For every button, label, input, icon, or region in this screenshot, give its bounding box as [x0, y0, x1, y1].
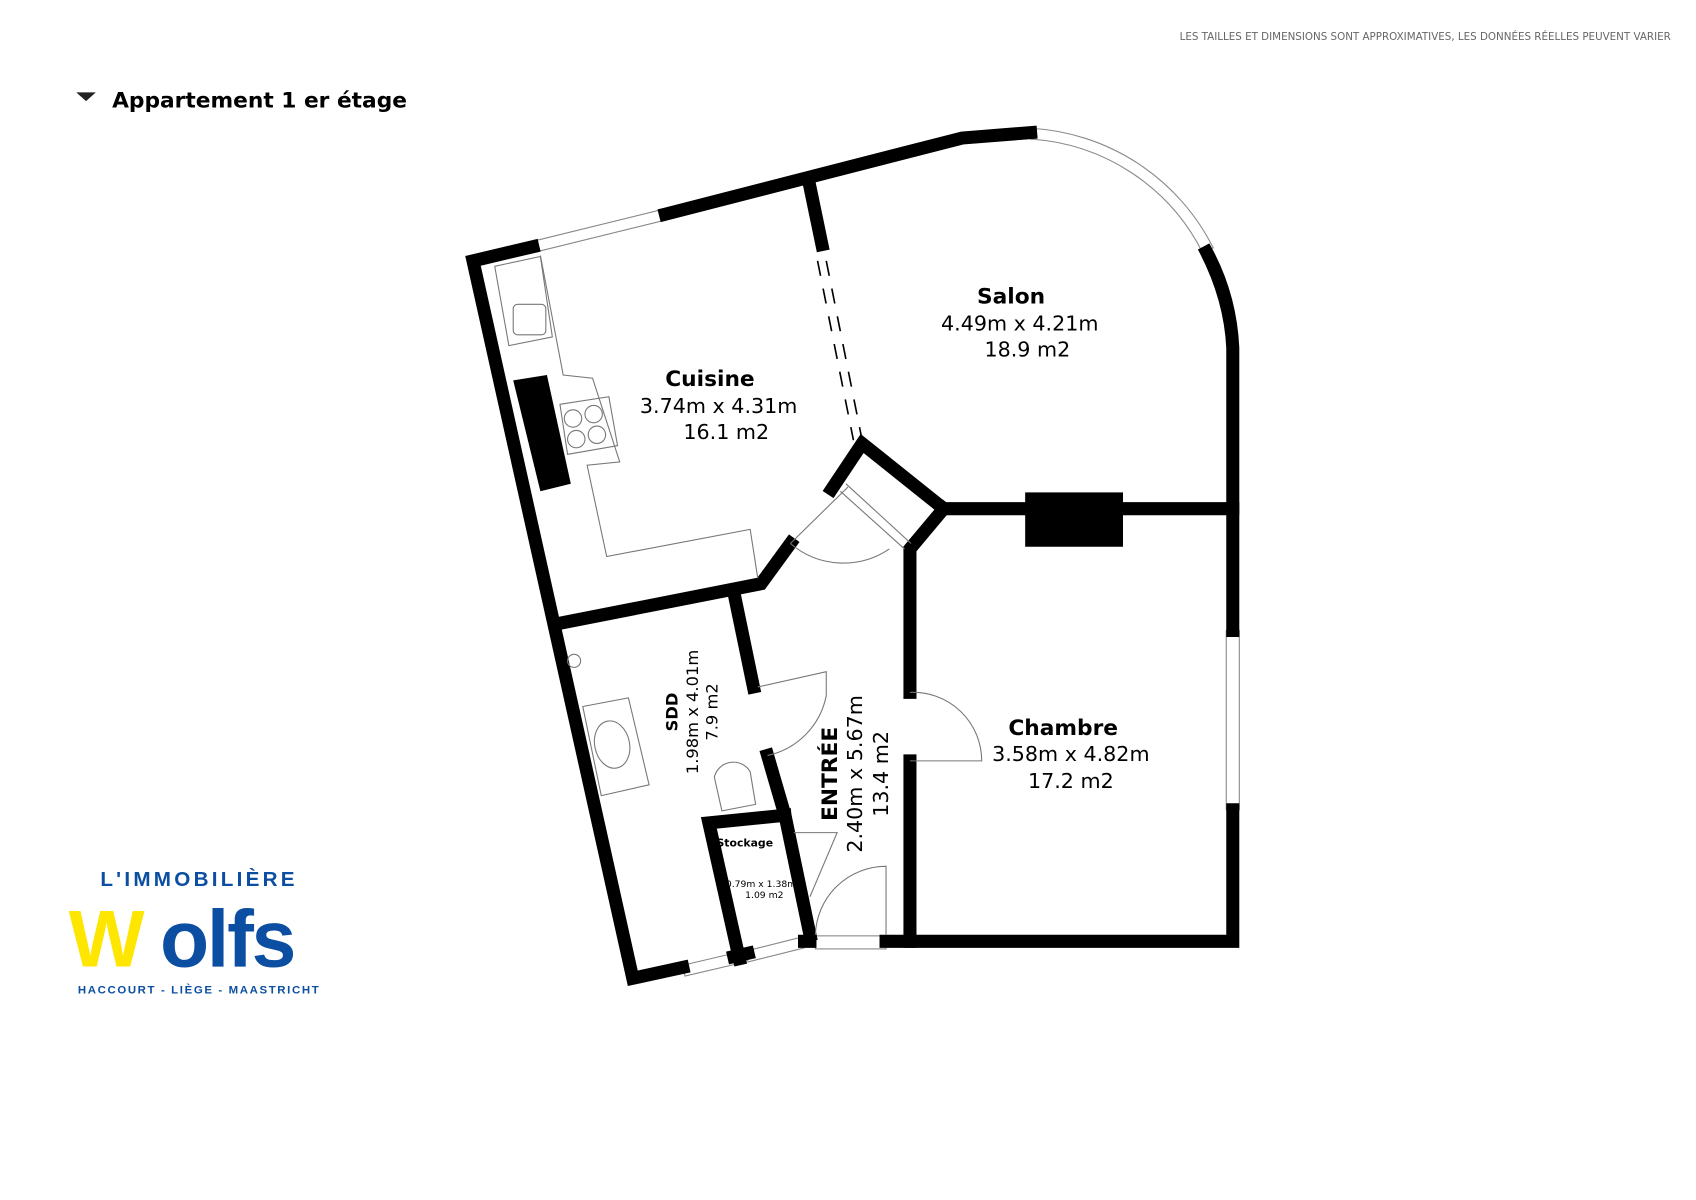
svg-text:1.98m x 4.01m: 1.98m x 4.01m — [683, 650, 702, 774]
svg-text:18.9 m2: 18.9 m2 — [984, 338, 1070, 362]
room-cuisine: Cuisine 3.74m x 4.31m 16.1 m2 — [640, 367, 797, 444]
svg-text:7.9 m2: 7.9 m2 — [703, 683, 722, 740]
room-stockage: Stockage 0.79m x 1.38m 1.09 m2 — [716, 837, 796, 901]
svg-text:Chambre: Chambre — [1008, 716, 1118, 741]
svg-text:13.4 m2: 13.4 m2 — [869, 731, 893, 817]
room-sdd: SDD 1.98m x 4.01m 7.9 m2 — [662, 650, 721, 774]
fixtures — [494, 255, 983, 935]
floor-toggle[interactable]: Appartement 1 er étage — [76, 89, 407, 114]
company-logo: L'IMMOBILIÈRE W olfs HACCOURT - LIÈGE - … — [69, 868, 320, 997]
svg-text:0.79m x 1.38m: 0.79m x 1.38m — [726, 879, 796, 890]
svg-text:Salon: Salon — [977, 284, 1045, 309]
triangle-down-icon — [76, 92, 96, 102]
floor-title[interactable]: Appartement 1 er étage — [112, 89, 407, 114]
svg-text:16.1 m2: 16.1 m2 — [683, 420, 769, 444]
svg-text:1.09 m2: 1.09 m2 — [745, 890, 783, 901]
svg-text:3.58m x 4.82m: 3.58m x 4.82m — [992, 742, 1149, 766]
svg-text:olfs: olfs — [160, 894, 294, 984]
svg-text:3.74m x 4.31m: 3.74m x 4.31m — [640, 394, 797, 418]
disclaimer: LES TAILLES ET DIMENSIONS SONT APPROXIMA… — [1180, 30, 1671, 43]
svg-text:HACCOURT - LIÈGE - MAASTRICHT: HACCOURT - LIÈGE - MAASTRICHT — [78, 983, 320, 996]
room-chambre: Chambre 3.58m x 4.82m 17.2 m2 — [992, 716, 1149, 793]
svg-text:SDD: SDD — [662, 693, 681, 732]
svg-text:2.40m x 5.67m: 2.40m x 5.67m — [843, 695, 867, 852]
windows — [532, 127, 1240, 977]
svg-text:17.2 m2: 17.2 m2 — [1028, 769, 1114, 793]
svg-text:Cuisine: Cuisine — [665, 367, 754, 392]
walls — [465, 125, 1240, 987]
room-entree: ENTRÉE 2.40m x 5.67m 13.4 m2 — [817, 695, 893, 852]
svg-text:4.49m x 4.21m: 4.49m x 4.21m — [941, 311, 1098, 335]
svg-text:Stockage: Stockage — [716, 837, 773, 850]
svg-text:W: W — [69, 894, 145, 984]
room-salon: Salon 4.49m x 4.21m 18.9 m2 — [941, 284, 1098, 361]
svg-text:ENTRÉE: ENTRÉE — [817, 727, 843, 821]
svg-text:L'IMMOBILIÈRE: L'IMMOBILIÈRE — [100, 868, 298, 891]
